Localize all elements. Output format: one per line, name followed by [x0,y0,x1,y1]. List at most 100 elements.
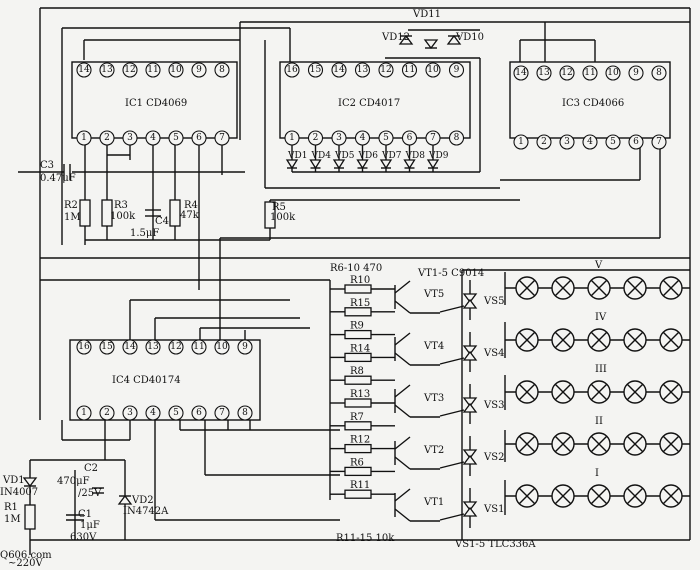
svg-text:14: 14 [124,342,136,352]
r1-value: 1M [4,514,21,525]
svg-text:VS3: VS3 [483,400,504,411]
svg-text:2: 2 [541,137,547,147]
svg-text:VS5: VS5 [483,296,504,307]
svg-text:C3: C3 [40,160,54,171]
r6-10-label: R6-10 470 [330,263,382,274]
ic3-pin-4: 4 [582,134,598,150]
ic4-pin-10: 10 [214,339,230,355]
mains-label: ~220V [8,558,43,569]
svg-text:R12: R12 [350,435,370,446]
triac-vs2: VS2 [439,436,504,476]
c1-voltage: 630V [70,532,97,543]
svg-text:1: 1 [518,137,524,147]
svg-text:10: 10 [427,65,439,75]
resistor-r15: R15 [330,298,395,317]
ic4-pin-5: 5 [168,405,184,421]
c2-voltage: /25V [78,488,102,499]
svg-text:14: 14 [78,65,90,75]
ic4-pin-6: 6 [191,405,207,421]
lamp [551,484,575,508]
ic4-pin-3: 3 [122,405,138,421]
ic3-pin-11: 11 [582,65,598,81]
svg-text:R15: R15 [350,298,370,309]
resistor-r8: R8 [330,366,395,385]
svg-text:1: 1 [289,133,295,143]
lamp [623,380,647,404]
ic4-pin-4: 4 [145,405,161,421]
ic1-pin-7: 7 [214,130,230,146]
r2-resistor: R2 1M [64,199,91,227]
svg-text:R9: R9 [350,321,364,332]
transistor-vt5: VT5 [394,280,444,314]
svg-text:7: 7 [219,408,225,418]
svg-text:4: 4 [150,133,156,143]
ic1-label: IC1 CD4069 [125,98,187,109]
ic1-pin-9: 9 [191,62,207,78]
c3-capacitor: C3 0.47μF [40,160,76,184]
svg-text:100k: 100k [110,211,136,222]
svg-text:15: 15 [101,342,113,352]
c1-value: 1μF [80,520,100,531]
ic2-pin-6: 6 [401,130,418,146]
resistor-r14: R14 [330,343,395,363]
ic1-pin-3: 3 [122,130,138,146]
ic3-pin-12: 12 [559,65,575,81]
vd2-label: VD2 [131,495,154,506]
transistor-vt3: VT3 [394,384,444,418]
lamp [623,276,647,300]
svg-text:R2: R2 [64,200,78,211]
svg-text:9: 9 [196,65,202,75]
vd10-diode: VD10 [446,32,484,45]
svg-text:11: 11 [404,65,415,75]
lamp [659,380,683,404]
c2-value: 470μF [57,476,90,487]
svg-text:VS2: VS2 [483,452,504,463]
svg-text:R10: R10 [350,275,370,286]
ic3-pin-13: 13 [536,65,552,81]
svg-text:3: 3 [336,133,342,143]
ic4-pin-1: 1 [76,405,92,421]
svg-text:3: 3 [127,408,133,418]
lamp [515,432,539,456]
svg-text:0.47μF: 0.47μF [40,173,76,184]
vd1-value: IN4007 [0,487,38,498]
resistor-r10: R10 [330,275,395,294]
svg-text:1: 1 [81,133,87,143]
svg-text:VD5: VD5 [334,151,355,161]
svg-text:R13: R13 [350,389,370,400]
lamp-row-iv: IV [505,312,690,352]
ic4-label: IC4 CD40174 [112,375,181,386]
ic1-pin-5: 5 [168,130,184,146]
ic3-label: IC3 CD4066 [562,98,624,109]
svg-text:100k: 100k [270,212,296,223]
svg-text:R8: R8 [350,366,364,377]
svg-text:8: 8 [242,408,248,418]
ic2-pin-4: 4 [354,130,371,146]
svg-text:11: 11 [147,65,158,75]
r5-resistor: R5 100k [264,201,296,229]
lamp-row-ii: II [505,416,690,456]
ic3-pin-8: 8 [651,65,667,81]
lamp [587,276,611,300]
svg-text:4: 4 [360,133,366,143]
transistor-vt4: VT4 [394,332,444,366]
r11-15-label: R11-15 10k [336,533,395,544]
svg-text:5: 5 [173,133,179,143]
ic4-pin-2: 2 [99,405,115,421]
ic4-pin-12: 12 [168,339,184,355]
svg-text:C4: C4 [155,216,169,227]
ic3-pin-5: 5 [605,134,621,150]
svg-text:16: 16 [78,342,90,352]
svg-text:VD8: VD8 [405,151,426,161]
svg-text:1.5μF: 1.5μF [130,228,159,239]
svg-text:VD10: VD10 [455,32,484,43]
ic2-pin-1: 1 [284,130,300,146]
diode-vd7: VD7 [379,145,402,172]
ic2-pin-7: 7 [425,130,441,146]
lamp [659,484,683,508]
ic3-pin-1: 1 [513,134,529,150]
svg-text:2: 2 [104,133,110,143]
diode-vd6: VD6 [356,145,378,172]
